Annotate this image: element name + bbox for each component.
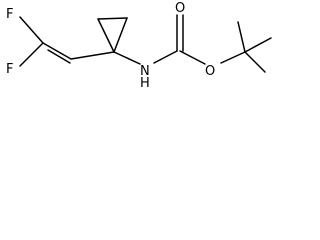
bond-carbonyl-to-ester-oxygen bbox=[179, 50, 206, 65]
cyclopropane-ring bbox=[97, 17, 128, 53]
bond-cyclopropane-to-nitrogen bbox=[113, 51, 141, 65]
atom-oxygen-ether: O bbox=[205, 64, 215, 79]
atom-fluorine-top: F bbox=[6, 7, 13, 22]
bond-f-bottom-to-cf2 bbox=[19, 42, 44, 67]
bond-f-top-to-cf2 bbox=[19, 16, 44, 44]
tert-butyl-methyl-bonds bbox=[237, 21, 272, 73]
bond-nitrogen-to-carbonyl-carbon bbox=[153, 50, 178, 64]
bond-ester-oxygen-to-tert-carbon bbox=[220, 51, 246, 64]
double-bond-carbonyl bbox=[176, 14, 184, 52]
atom-fluorine-bottom: F bbox=[6, 62, 13, 77]
bond-vinyl-to-cyclopropane bbox=[70, 51, 115, 60]
atom-hydrogen: H bbox=[140, 76, 150, 88]
double-bond-vinyl bbox=[42, 42, 72, 64]
structure-diagram: F F N H O O bbox=[6, 1, 272, 88]
atom-oxygen-carbonyl: O bbox=[175, 1, 185, 16]
atom-nitrogen: N bbox=[140, 64, 150, 79]
